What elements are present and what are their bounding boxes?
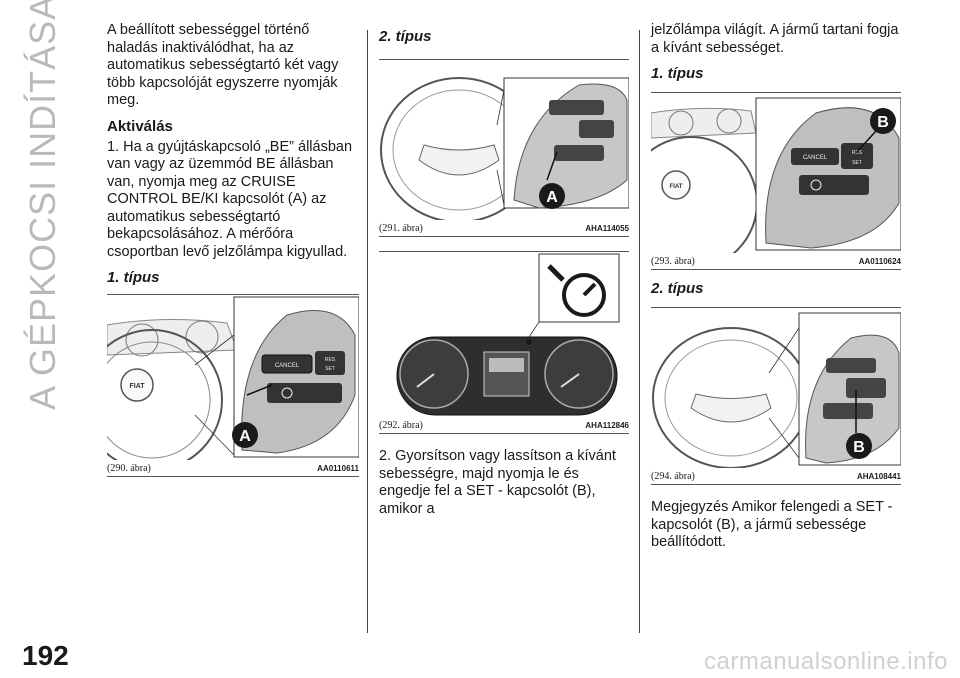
figure-292: (292. ábra) AHA112846 xyxy=(379,251,629,434)
set-label: SET xyxy=(852,160,862,166)
figure-caption: (294. ábra) xyxy=(651,471,695,482)
step-1-paragraph: 1. Ha a gyújtáskapcsoló „BE” állásban va… xyxy=(107,138,353,260)
figure-caption: (293. ábra) xyxy=(651,256,695,267)
figure-caption: (291. ábra) xyxy=(379,223,423,234)
type-1-heading: 1. típus xyxy=(651,65,704,82)
cancel-label: CANCEL xyxy=(275,363,300,369)
step-2-paragraph: 2. Gyorsítson vagy lassítson a kívánt se… xyxy=(379,448,616,517)
badge-b xyxy=(846,433,872,459)
figure-294: B (294. ábra) AHA108441 xyxy=(651,307,901,485)
figure-292-caption: (292. ábra) AHA112846 xyxy=(379,417,629,433)
figure-293: FIAT CANCEL RES SET B (293. ábra) AA0110… xyxy=(651,92,901,270)
badge-a-label: A xyxy=(239,428,251,445)
continuation-paragraph: jelzőlámpa világít. A jármű tartani fogj… xyxy=(651,22,899,56)
column-2: 2. típus A (291. ábra) AHA114055 xyxy=(379,22,629,526)
figure-code: AHA108441 xyxy=(856,472,901,481)
figure-291-caption: (291. ábra) AHA114055 xyxy=(379,220,629,236)
figure-291-illustration: A xyxy=(379,60,629,220)
fiat-logo: FIAT xyxy=(129,383,145,390)
figure-code: AHA114055 xyxy=(585,224,629,233)
set-label: SET xyxy=(325,366,335,372)
figure-293-illustration: FIAT CANCEL RES SET B xyxy=(651,93,901,253)
figure-code: AA0110611 xyxy=(317,464,359,473)
res-label: RES xyxy=(325,357,336,363)
badge-b-label: B xyxy=(853,439,865,456)
column-divider xyxy=(367,30,368,633)
badge-b-label: B xyxy=(877,114,889,131)
watermark: carmanualsonline.info xyxy=(704,648,948,675)
figure-290-caption: (290. ábra) AA0110611 xyxy=(107,460,359,476)
side-section-title: A GÉPKOCSI INDÍTÁSA ÉS VEZETÉSE xyxy=(22,0,63,410)
figure-caption: (292. ábra) xyxy=(379,420,423,431)
type-1-heading: 1. típus xyxy=(107,269,160,286)
figure-292-illustration xyxy=(379,252,629,417)
figure-code: AHA112846 xyxy=(585,421,629,430)
column-3: jelzőlámpa világít. A jármű tartani fogj… xyxy=(651,22,901,560)
fiat-logo: FIAT xyxy=(670,184,683,190)
figure-code: AA0110624 xyxy=(858,257,901,266)
cancel-label: CANCEL xyxy=(803,155,828,161)
type-2-heading: 2. típus xyxy=(379,28,432,45)
badge-a-label: A xyxy=(546,189,558,206)
column-1: A beállított sebességgel történő haladás… xyxy=(107,22,359,477)
page-number: 192 xyxy=(22,640,69,671)
intro-paragraph: A beállított sebességgel történő haladás… xyxy=(107,22,339,108)
figure-caption: (290. ábra) xyxy=(107,463,151,474)
figure-293-caption: (293. ábra) AA0110624 xyxy=(651,253,901,269)
type-2-heading: 2. típus xyxy=(651,280,704,297)
figure-294-caption: (294. ábra) AHA108441 xyxy=(651,468,901,484)
badge-b xyxy=(870,108,896,134)
note-paragraph: Megjegyzés Amikor felengedi a SET - kapc… xyxy=(651,499,893,550)
figure-290-illustration: FIAT CANCEL RES SET A xyxy=(107,295,359,460)
badge-a xyxy=(539,183,565,209)
cruise-indicator-icon xyxy=(562,273,606,317)
activation-heading: Aktiválás xyxy=(107,117,173,135)
figure-291: A (291. ábra) AHA114055 xyxy=(379,59,629,237)
figure-294-illustration: B xyxy=(651,308,901,468)
figure-290: FIAT CANCEL RES SET A (290. ábra) AA0110 xyxy=(107,294,359,477)
column-divider xyxy=(639,30,640,633)
badge-a xyxy=(232,422,258,448)
res-label: RES xyxy=(852,150,863,156)
